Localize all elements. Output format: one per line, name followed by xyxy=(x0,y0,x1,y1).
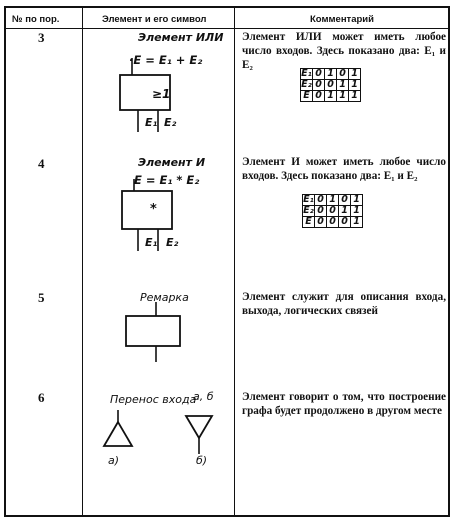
column-divider-2 xyxy=(234,6,236,517)
symbol-title: Элемент ИЛИ xyxy=(138,31,224,44)
truth-cell: 1 xyxy=(350,216,363,228)
truth-cell: 0 xyxy=(312,68,325,80)
or-gate-symbol xyxy=(119,58,171,132)
row-comment: Элемент И может иметь любое число входов… xyxy=(242,156,446,182)
column-divider-1 xyxy=(82,6,84,517)
gate-label: * xyxy=(150,202,157,217)
truth-cell: 1 xyxy=(348,79,361,91)
row-comment: Элемент ИЛИ может иметь любое число вход… xyxy=(242,31,446,71)
truth-cell: 0 xyxy=(338,194,351,206)
header-comment: Комментарий xyxy=(310,14,374,25)
truth-cell: 0 xyxy=(326,216,339,228)
truth-cell: 0 xyxy=(312,90,325,102)
truth-cell: E₁ xyxy=(300,68,313,80)
symbol-title: Элемент И xyxy=(138,156,206,169)
symbol-title: Ремарка xyxy=(140,291,189,304)
truth-cell: E₂ xyxy=(302,205,315,217)
row-comment: Элемент говорит о том, что построение гр… xyxy=(242,391,446,417)
input-label-1: E₁ xyxy=(145,116,158,129)
input-label-1: E₁ xyxy=(145,236,158,249)
truth-cell: 0 xyxy=(324,79,337,91)
input-label-2: E₂ xyxy=(164,116,177,129)
table-top-border xyxy=(4,6,450,8)
truth-cell: 1 xyxy=(350,194,363,206)
truth-cell: 1 xyxy=(338,205,351,217)
truth-cell: E₂ xyxy=(300,79,313,91)
symbol-suffix: а, б xyxy=(193,390,214,403)
truth-cell: 1 xyxy=(336,90,349,102)
truth-cell: 0 xyxy=(312,79,325,91)
truth-cell: 0 xyxy=(336,68,349,80)
transfer-label-b: б) xyxy=(196,454,208,467)
truth-cell: E xyxy=(300,90,313,102)
truth-cell: 1 xyxy=(350,205,363,217)
symbol-formula: ·E = E₁ + E₂ xyxy=(129,53,203,67)
truth-cell: 1 xyxy=(326,194,339,206)
table-left-border xyxy=(4,6,6,517)
symbol-formula: E = E₁ * E₂ xyxy=(134,173,200,187)
row-number: 3 xyxy=(38,30,45,45)
remark-symbol xyxy=(125,302,181,362)
header-number: № по пор. xyxy=(12,14,60,25)
truth-cell: E₁ xyxy=(302,194,315,206)
truth-cell: 0 xyxy=(314,216,327,228)
row-number: 5 xyxy=(38,290,45,305)
table-right-border xyxy=(448,6,450,517)
truth-cell: 1 xyxy=(348,90,361,102)
table-bottom-border xyxy=(4,515,450,517)
elements-table: № по пор. Элемент и его символ Комментар… xyxy=(4,6,450,517)
transfer-label-a: а) xyxy=(108,454,120,467)
row-comment: Элемент служит для описания входа, выход… xyxy=(242,291,446,317)
row-number: 6 xyxy=(38,390,45,405)
truth-cell: 1 xyxy=(324,90,337,102)
transfer-symbols xyxy=(102,410,214,454)
truth-cell: 0 xyxy=(314,205,327,217)
and-gate-symbol xyxy=(121,179,173,251)
truth-cell: 1 xyxy=(324,68,337,80)
truth-cell: 1 xyxy=(348,68,361,80)
symbol-title: Перенос входа xyxy=(110,393,197,406)
truth-cell: 1 xyxy=(336,79,349,91)
truth-cell: 0 xyxy=(314,194,327,206)
input-label-2: E₂ xyxy=(166,236,179,249)
truth-cell: E xyxy=(302,216,315,228)
truth-cell: 0 xyxy=(338,216,351,228)
header-bottom-border xyxy=(4,28,450,30)
gate-label: ≥1 xyxy=(152,87,171,101)
header-element: Элемент и его символ xyxy=(102,14,207,25)
truth-cell: 0 xyxy=(326,205,339,217)
row-number: 4 xyxy=(38,156,45,171)
